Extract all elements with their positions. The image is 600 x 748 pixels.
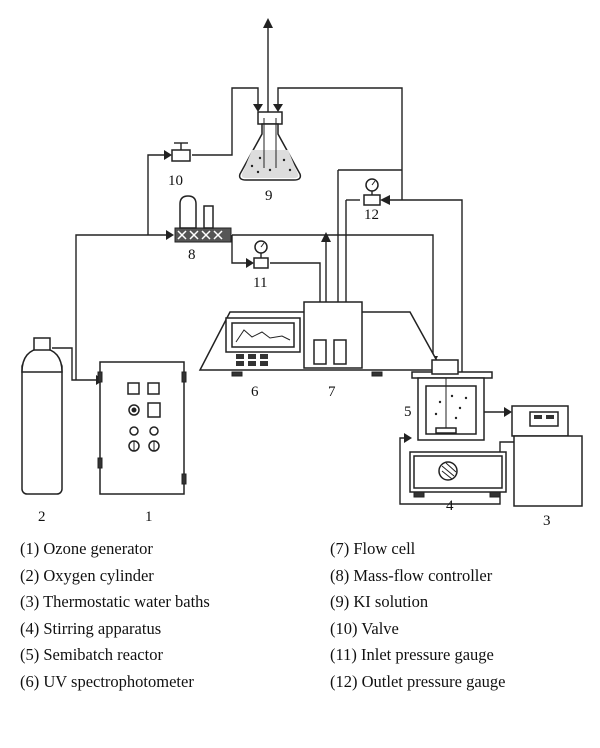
legend-item: (12) Outlet pressure gauge [330, 671, 506, 691]
legend-item: (3) Thermostatic water baths [20, 592, 210, 611]
label-12: 12 [364, 207, 379, 223]
thermostatic-water-bath [511, 405, 583, 507]
label-11: 11 [253, 275, 267, 291]
mass-flow-controller [174, 195, 232, 243]
semibatch-reactor [411, 359, 493, 441]
apparatus-diagram: 1 2 3 4 5 6 7 8 9 10 11 12 [21, 18, 583, 529]
oxygen-cylinder [21, 337, 63, 495]
legend-left-column: (1) Ozone generator (2) Oxygen cylinder … [20, 536, 210, 695]
outlet-pressure-gauge [363, 178, 381, 206]
component-labels: 1 2 3 4 5 6 7 8 9 10 11 12 [38, 173, 551, 529]
ki-solution-flask [238, 111, 302, 181]
legend-item: (2) Oxygen cylinder [20, 565, 154, 585]
label-10: 10 [168, 173, 183, 189]
label-9: 9 [265, 188, 273, 204]
label-5: 5 [404, 404, 412, 420]
label-8: 8 [188, 247, 196, 263]
label-7: 7 [328, 384, 336, 400]
label-3: 3 [543, 513, 551, 529]
legend-right-column: (7) Flow cell (8) Mass-flow controller (… [330, 536, 505, 695]
legend-item: (8) Mass-flow controller [330, 565, 493, 585]
valve [171, 142, 191, 162]
legend-item: (6) UV spectrophotometer [20, 671, 194, 691]
legend-item: (7) Flow cell [330, 539, 416, 558]
stirring-apparatus [409, 451, 507, 498]
label-6: 6 [251, 384, 259, 400]
ozone-generator [97, 361, 187, 495]
inlet-pressure-gauge [253, 240, 269, 269]
legend-item: (9) KI solution [330, 592, 429, 611]
legend-item: (5) Semibatch reactor [20, 645, 163, 664]
label-1: 1 [145, 509, 153, 525]
legend-item: (11) Inlet pressure gauge [330, 645, 494, 664]
legend-item: (10) Valve [330, 618, 399, 638]
label-2: 2 [38, 509, 46, 525]
legend-item: (4) Stirring apparatus [20, 618, 162, 638]
label-4: 4 [446, 498, 454, 514]
flow-cell [303, 301, 363, 369]
legend-item: (1) Ozone generator [20, 539, 153, 558]
